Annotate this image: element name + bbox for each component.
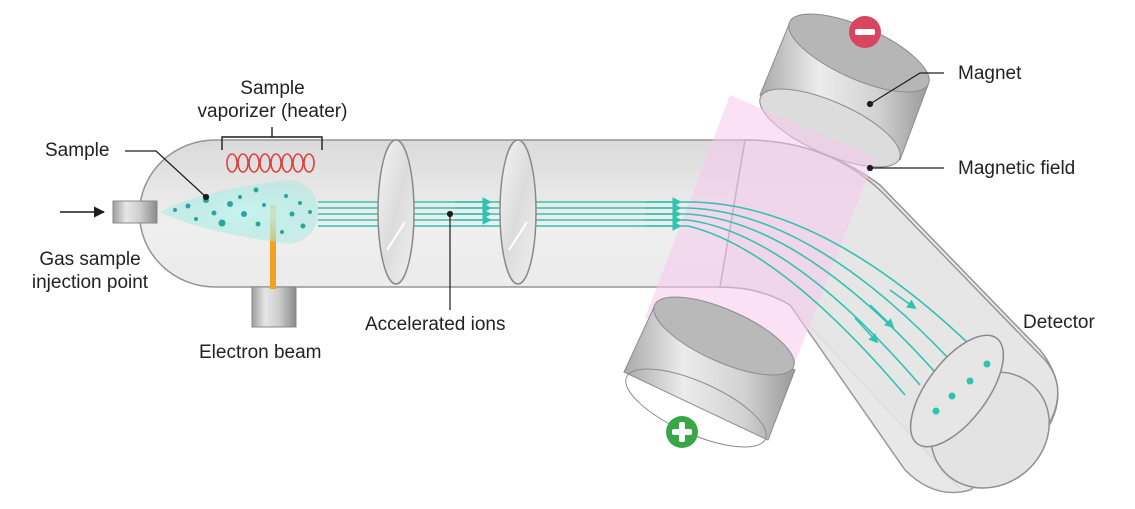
heater-coil <box>226 153 315 173</box>
gas-inlet-pipe <box>112 200 158 224</box>
sample-label: Sample <box>45 140 110 161</box>
magnet-label: Magnet <box>958 63 1022 84</box>
vaporizer-label: Sample vaporizer (heater) <box>180 77 365 123</box>
vaporizer-bracket <box>221 127 323 150</box>
lower-magnet <box>623 296 796 448</box>
accelerated-ions-label: Accelerated ions <box>365 314 506 335</box>
electron-gun <box>251 286 297 328</box>
detector-plate <box>909 334 1005 448</box>
accelerator-plate-2 <box>499 139 537 285</box>
electron-beam <box>270 205 276 289</box>
sample-particles <box>173 187 312 234</box>
sample-cloud <box>160 180 318 244</box>
positive-pole-symbol <box>666 416 698 448</box>
upper-magnet <box>759 13 930 168</box>
leader-sample <box>125 150 207 198</box>
negative-pole-symbol <box>849 16 881 48</box>
gas-injection-label: Gas sample injection point <box>15 248 165 294</box>
leader-lines <box>125 72 944 310</box>
vaporizer-label-line1: Sample <box>240 78 305 99</box>
gas-injection-label-line1: Gas sample <box>39 249 141 270</box>
magnetic-field-label: Magnetic field <box>958 158 1076 179</box>
leader-magnet <box>869 72 944 105</box>
accelerator-plate-1 <box>377 139 415 285</box>
electron-beam-label: Electron beam <box>199 342 322 363</box>
vaporizer-label-line2: vaporizer (heater) <box>197 101 348 122</box>
detector-label: Detector <box>1023 312 1095 333</box>
gas-injection-label-line2: injection point <box>31 272 149 293</box>
